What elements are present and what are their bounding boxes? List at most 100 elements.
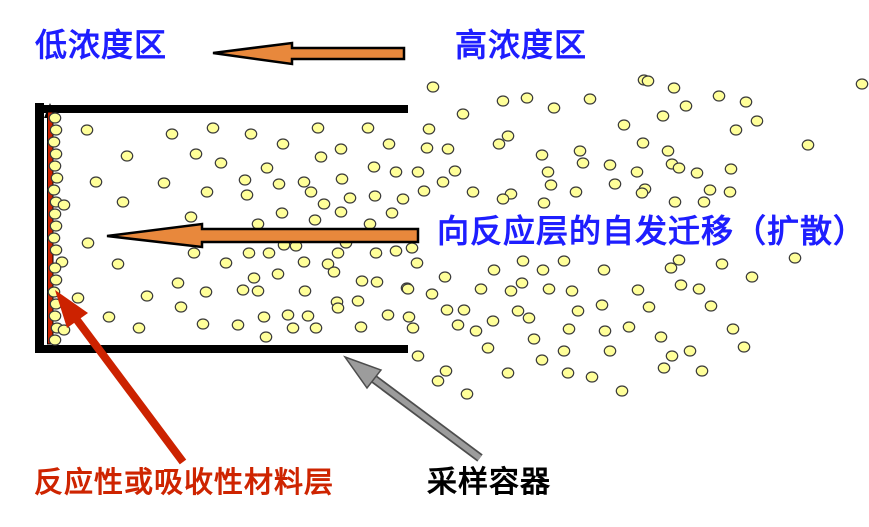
molecule-dot: [272, 178, 286, 190]
molecule-dot: [369, 247, 383, 259]
molecule-dot: [598, 325, 612, 337]
molecule-dot: [641, 75, 655, 87]
container-bottom-wall: [35, 345, 408, 353]
molecule-dot: [585, 371, 599, 383]
molecule-dot: [304, 186, 318, 198]
molecule-dot: [297, 176, 311, 188]
molecule-dot: [460, 388, 474, 400]
molecule-dot: [617, 119, 631, 131]
molecule-dot: [157, 177, 171, 189]
molecule-dot: [788, 252, 802, 264]
molecule-dot: [385, 207, 399, 219]
molecule-dot: [635, 187, 649, 199]
container-pointer-arrow: [343, 355, 483, 462]
molecule-dot: [636, 137, 650, 149]
molecule-dot: [562, 323, 576, 335]
molecule-dot: [214, 157, 228, 169]
molecule-dot: [417, 185, 431, 197]
molecule-dot: [683, 345, 697, 357]
molecule-dot: [327, 266, 341, 278]
molecule-dot: [308, 214, 322, 226]
molecule-dot: [608, 178, 622, 190]
molecule-dot: [440, 304, 454, 316]
molecule-dot: [48, 262, 62, 274]
molecule-dot: [425, 288, 439, 300]
molecule-dot: [257, 311, 271, 323]
molecule-dot: [674, 279, 688, 291]
molecule-dot: [236, 284, 250, 296]
molecule-dot: [276, 138, 290, 150]
molecule-dot: [244, 128, 258, 140]
molecule-dot: [275, 207, 289, 219]
molecule-dot: [515, 277, 529, 289]
molecule-dot: [573, 145, 587, 157]
molecule-dot: [724, 163, 738, 175]
molecule-dot: [541, 166, 555, 178]
molecule-dot: [630, 166, 644, 178]
molecule-dot: [196, 318, 210, 330]
molecule-dot: [50, 172, 64, 184]
molecule-dot: [334, 206, 348, 218]
molecule-dot: [271, 268, 285, 280]
molecule-dot: [247, 272, 261, 284]
molecule-dot: [231, 319, 245, 331]
molecule-dot: [492, 138, 506, 150]
molecule-dot: [547, 102, 561, 114]
molecule-dot: [622, 321, 636, 333]
molecule-dot: [723, 186, 737, 198]
molecule-dot: [48, 112, 62, 124]
outside-molecule-dots: [401, 74, 869, 400]
molecule-dot: [729, 124, 743, 136]
molecule-dot: [697, 196, 711, 208]
molecule-dot: [238, 174, 252, 186]
molecule-dot: [466, 186, 480, 198]
molecule-dot: [370, 276, 384, 288]
red-arrow-head: [55, 290, 88, 328]
molecule-dot: [496, 95, 510, 107]
molecule-dot: [334, 143, 348, 155]
molecule-dot: [715, 258, 729, 270]
molecule-dot: [438, 271, 452, 283]
molecule-dot: [411, 166, 425, 178]
molecule-dot: [297, 256, 311, 268]
molecule-dot: [335, 173, 349, 185]
molecule-dot: [49, 148, 63, 160]
molecule-dot: [501, 367, 515, 379]
molecule-dot: [102, 311, 116, 323]
molecule-dot: [726, 323, 740, 335]
molecule-dot: [363, 218, 377, 230]
molecule-dot: [745, 271, 759, 283]
molecule-dot: [406, 322, 420, 334]
molecule-dot: [615, 385, 629, 397]
molecule-dot: [664, 262, 678, 274]
molecule-dot: [672, 254, 686, 266]
molecule-dot: [71, 292, 85, 304]
molecule-dot: [569, 186, 583, 198]
molecule-dot: [314, 151, 328, 163]
molecule-dot: [692, 283, 706, 295]
molecule-dot: [657, 362, 671, 374]
molecule-dot: [487, 264, 501, 276]
molecule-dot: [535, 149, 549, 161]
molecule-dot: [557, 255, 571, 267]
molecule-dot: [331, 302, 345, 314]
molecule-dot: [422, 123, 436, 135]
molecule-dot: [48, 208, 62, 220]
molecule-dot: [351, 295, 365, 307]
molecule-dot: [561, 367, 575, 379]
molecule-dot: [361, 122, 375, 134]
molecule-dot: [389, 245, 403, 257]
molecule-dot: [441, 143, 455, 155]
molecule-dot: [367, 161, 381, 173]
molecule-dot: [321, 258, 335, 270]
molecule-dot: [576, 157, 590, 169]
molecule-dot: [354, 321, 368, 333]
molecule-dot: [750, 115, 764, 127]
label-spontaneous-migration: 向反应层的自发迁移（扩散）: [433, 212, 869, 252]
molecule-dot: [262, 247, 276, 259]
molecule-dot: [219, 257, 233, 269]
molecule-dot: [597, 264, 611, 276]
molecule-dot: [520, 92, 534, 104]
molecule-dot: [535, 354, 549, 366]
